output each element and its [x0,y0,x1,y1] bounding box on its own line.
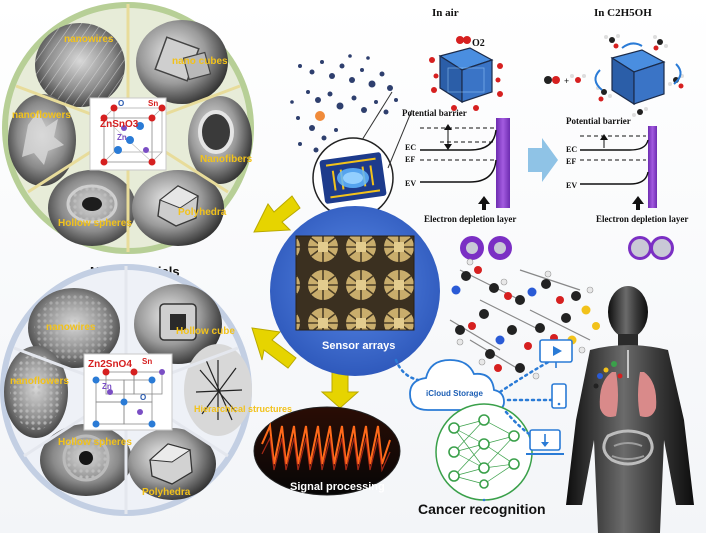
in-ethanol-depletion-label: Electron depletion layer [596,214,688,224]
voc-molecule-cluster [449,258,600,380]
sensor-array-grid [295,235,415,331]
sem-nano-cubes [136,20,228,104]
signal-processing-panel: Signal processing [253,406,401,496]
cloud-storage-node: iCloud Storage [409,359,505,411]
top-atom-sn-label: Sn [148,99,158,108]
signal-processing-label: Signal processing [290,481,385,493]
electron-return-arrows [594,42,682,91]
cancer-recognition-label: Cancer recognition [418,501,546,517]
ethanol-molecules [596,34,684,117]
sem-hollow-spheres-top [48,170,136,246]
bottom-label-nanoflowers: nanoflowers [10,376,69,387]
plus-sign: + [564,76,569,86]
cloud-label: iCloud Storage [426,389,483,398]
lungs-icon [599,350,657,417]
laptop-download-icon [526,429,564,455]
breath-molecules [593,361,623,389]
bottom-label-polyhedra: Polyhedra [142,487,191,498]
in-air-ev: EV [405,179,416,188]
in-air-ef: EF [405,155,415,164]
sem-polyhedra-bottom [128,428,216,500]
in-air-depletion-label: Electron depletion layer [424,214,516,224]
in-ethanol-band-diagram: EC EF EV [566,126,657,210]
in-ethanol-title: In C2H5OH [594,7,652,19]
in-air-barrier-label: Potential barrier [402,108,467,118]
sensor-arrays-label: Sensor arrays [322,340,395,352]
device-icons [526,339,573,455]
bottom-atom-sn-label: Sn [142,357,152,366]
bottom-label-hollow-cube: Hollow cube [176,326,235,337]
signal-waveform [261,422,391,465]
bottom-crystal-structure: Zn2SnO4 Sn Zn O [83,353,173,431]
arrow-bottom-wheel-to-sensor [251,327,297,369]
o2-label: O2 [472,38,485,49]
cloud-icon [409,359,505,411]
sensor-chip-zoom [312,91,413,219]
mechanism-in-air: In air O2 Potential barrier EC EF [402,7,516,260]
sem-nanoflowers [8,94,76,186]
arrow-sensor-to-signal [320,369,360,409]
top-crystal-structure: ZnSnO3 O Sn Zn [89,97,167,171]
top-atom-o-label: O [118,99,124,108]
smartphone-icon [551,383,567,409]
in-air-barrier-bar [496,118,510,208]
sem-hollow-spheres-bottom [40,424,132,496]
in-air-grain-pair [460,236,512,260]
top-nanomaterial-wheel: ZnSnO3 O Sn Zn nanowires nano cubes nano… [2,2,254,254]
top-label-hollow-spheres: Hollow spheres [58,218,132,229]
bottom-crystal-formula: Zn2SnO4 [88,359,132,370]
top-label-nanowires: nanowires [64,34,114,45]
bottom-label-nanowires: nanowires [46,322,96,333]
top-crystal-formula: ZnSnO3 [100,119,139,130]
in-air-title: In air [432,7,459,19]
bottom-atom-o-label: O [140,393,146,402]
sem-nanoflowers-bottom [4,346,68,438]
in-ethanol-ef: EF [566,157,576,166]
in-ethanol-ec: EC [566,145,577,154]
mechanism-in-ethanol: In C2H5OH + Potential barrier [544,7,688,260]
in-ethanol-grain-pair [628,236,674,260]
sem-hollow-cube [134,284,222,364]
in-ethanol-ev: EV [566,181,577,190]
bottom-atom-zn-label: Zn [102,382,112,391]
sem-nanofibers [188,96,252,184]
video-monitor-icon [539,339,573,368]
in-ethanol-barrier-label: Potential barrier [566,116,631,126]
top-atom-zn-label: Zn [117,133,127,142]
sem-hierarchical-structures [184,344,252,436]
top-label-nanofibers: Nanofibers [200,154,253,165]
top-label-nano-cubes: nano cubes [172,56,228,67]
oxygen-molecule [456,36,471,44]
bottom-label-hollow-spheres: Hollow spheres [58,437,132,448]
yellow-arrows [251,195,360,409]
arrow-top-wheel-to-sensor [253,195,301,233]
bottom-label-hierarchical-structures: Hierarchical structures [194,404,292,414]
sem-polyhedra-top [132,170,224,246]
reaction-products: + [544,74,586,86]
bottom-nanomaterial-wheel: Zn2SnO4 Sn Zn O nanowires Hollow cube na… [0,264,292,516]
sem-nanowires [35,23,125,107]
cube-in-air [438,47,494,104]
neural-network [435,403,533,501]
in-air-band-diagram: EC EF EV [405,118,510,210]
in-air-ec: EC [405,143,416,152]
air-to-ethanol-arrow [528,138,558,182]
intestines-icon [602,429,654,466]
molecule-dot-cluster [290,54,398,153]
sem-nanowires-bottom [28,288,120,368]
top-label-polyhedra: Polyhedra [178,207,227,218]
adsorbed-oxygen [429,57,503,111]
cube-in-ethanol [610,49,666,106]
top-label-nanoflowers: nanoflowers [12,110,71,121]
in-ethanol-barrier-bar [648,126,657,208]
human-body-silhouette [566,286,694,533]
sensor-arrays-panel: Sensor arrays [270,206,440,376]
